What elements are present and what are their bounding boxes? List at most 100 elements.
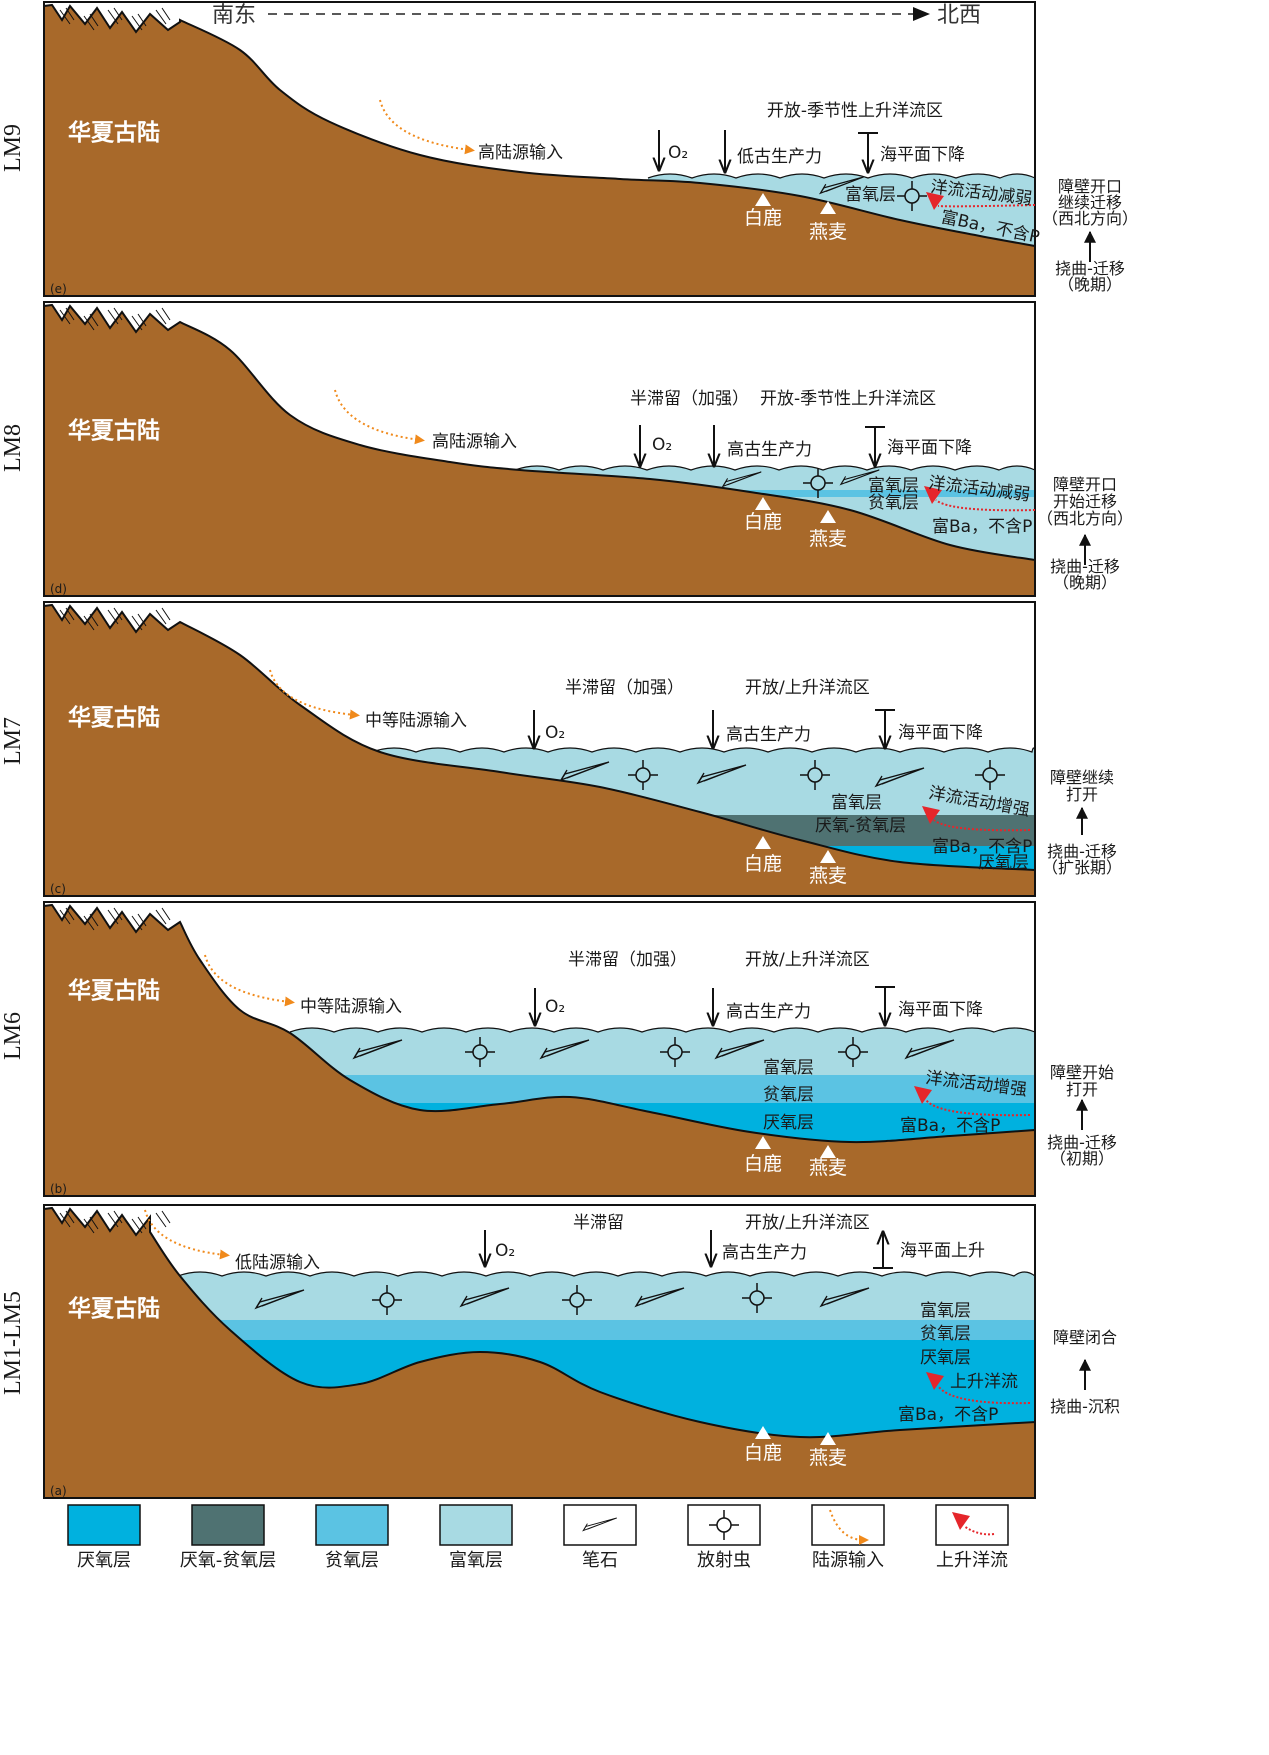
mountain-hatch <box>59 607 75 625</box>
stage-label: LM9 <box>0 124 26 172</box>
graptolite-outline <box>818 176 864 195</box>
radiolarian-spines <box>372 1285 402 1315</box>
radiolarian-icon <box>838 1037 868 1067</box>
legend-swatch-terrigenous-input <box>811 1504 885 1546</box>
site-label-bailu: 白鹿 <box>744 1153 782 1175</box>
legend-label-anoxic-dysoxic: 厌氧-贫氧层 <box>180 1550 277 1571</box>
mountain-hatch <box>131 313 147 331</box>
radiolarian-spines <box>975 760 1005 790</box>
zone-label: 开放/上升洋流区 <box>745 1213 870 1233</box>
radiolarian-icon <box>975 760 1005 790</box>
legend-label-upwelling: 上升洋流 <box>936 1550 1008 1571</box>
radiolarian-icon <box>709 1510 739 1540</box>
radiolarian-icon <box>628 760 658 790</box>
terrigenous-input-label: 中等陆源输入 <box>300 997 402 1017</box>
legend-swatch-anoxic <box>67 1504 141 1546</box>
productivity-label: 高古生产力 <box>726 1002 811 1022</box>
graptolite-icon <box>818 176 864 195</box>
drill-site-marker-icon <box>755 193 771 206</box>
drill-site-marker-icon <box>755 497 771 510</box>
tectonic-label-2: （晚期） <box>1058 275 1122 294</box>
graptolite-outline <box>634 1287 685 1308</box>
mountain-hatch <box>83 913 99 931</box>
layer-label-oxic: 富氧层 <box>763 1058 814 1078</box>
direction-north-west: 北西 <box>937 3 981 28</box>
productivity-label: 高古生产力 <box>727 440 812 460</box>
layer-label-oxic: 富氧层 <box>831 793 882 813</box>
land-profile <box>43 603 1036 897</box>
radiolarian-icon <box>800 760 830 790</box>
mountain-hatch <box>131 13 147 31</box>
barrier-label-2: 继续迁移 <box>1058 193 1122 212</box>
tectonic-label-2: （晚期） <box>1053 573 1117 592</box>
radiolarian-spines <box>660 1037 690 1067</box>
barrier-label-2: 打开 <box>1066 785 1098 804</box>
stage-label: LM6 <box>0 1012 26 1060</box>
geology-layer <box>43 1 1096 1499</box>
mountain-hatch <box>155 1210 171 1228</box>
graptolite-icon <box>839 469 880 486</box>
graptolite-icon <box>459 1287 510 1308</box>
tectonic-label-1: 挠曲-迁移 <box>1047 842 1117 861</box>
mountain-hatch <box>131 1216 147 1234</box>
panel-letter: (c) <box>50 882 66 896</box>
upwelling-arrowhead-icon <box>926 1372 944 1390</box>
mountain-hatch <box>59 907 75 925</box>
terrigenous-input-label: 高陆源输入 <box>478 143 563 163</box>
site-label-yanmai: 燕麦 <box>809 865 847 887</box>
radiolarian-icon <box>562 1285 592 1315</box>
direction-south-east: 南东 <box>212 3 256 28</box>
upwelling-current-arrow <box>933 819 1031 832</box>
legend-swatch-upwelling <box>935 1504 1009 1546</box>
barrier-label-1: 障壁开始 <box>1050 1063 1114 1082</box>
panel-geology <box>43 1204 1036 1499</box>
upwelling-arrowhead-icon <box>914 1086 932 1104</box>
site-label-bailu: 白鹿 <box>744 511 782 533</box>
terrigenous-input-arrow <box>269 669 360 720</box>
continent-label: 华夏古陆 <box>68 704 160 731</box>
land-profile <box>43 303 1036 597</box>
panel-e: LM9 (e) 华夏古陆 高陆源输入 开放-季节性上升洋流区 O₂ 低古生产力 … <box>0 101 1138 296</box>
graptolite-outline <box>819 1287 870 1308</box>
graptolite-icon <box>559 761 610 782</box>
graptolite-icon <box>819 1287 870 1308</box>
tectonic-label-1: 挠曲-迁移 <box>1055 259 1125 278</box>
tectonic-label-1: 挠曲-迁移 <box>1050 557 1120 576</box>
mountain-hatch <box>107 1210 123 1228</box>
barrier-label-1: 障壁闭合 <box>1053 1328 1117 1347</box>
zone-label: 开放-季节性上升洋流区 <box>760 389 936 409</box>
continent-label: 华夏古陆 <box>68 1295 160 1322</box>
panel-letter: (e) <box>50 282 67 296</box>
zone-label: 开放/上升洋流区 <box>745 678 870 698</box>
site-label-yanmai: 燕麦 <box>809 1447 847 1469</box>
sea-surface-wave <box>177 1271 1036 1277</box>
legend-label-anoxic: 厌氧层 <box>77 1550 131 1571</box>
terrigenous-input-arrow <box>204 954 295 1007</box>
tectonic-label-1: 挠曲-迁移 <box>1047 1133 1117 1152</box>
graptolite-icon <box>539 1039 590 1060</box>
continent-label: 华夏古陆 <box>68 977 160 1004</box>
panel-letter: (d) <box>50 582 67 596</box>
legend-swatch-anoxic-dysoxic <box>191 1504 265 1546</box>
legend-swatch-dysoxic <box>315 1504 389 1546</box>
terrigenous-input-arrow <box>144 1209 230 1260</box>
layer-label-anoxic: 厌氧层 <box>920 1348 971 1368</box>
upwelling-current-arrow <box>937 204 1036 208</box>
upwelling-current-arrow <box>935 499 1036 512</box>
o2-label: O₂ <box>668 143 688 163</box>
site-label-yanmai: 燕麦 <box>809 1157 847 1179</box>
drill-site-marker-icon <box>755 1136 771 1149</box>
graptolite-outline <box>539 1039 590 1060</box>
mountain-hatch <box>107 607 123 625</box>
sea-surface-wave <box>514 465 1036 471</box>
radiolarian-spines <box>709 1510 739 1540</box>
graptolite-icon <box>714 1039 765 1060</box>
panel-geology <box>43 601 1036 897</box>
graptolite-icon <box>721 471 762 488</box>
sea-surface-wave <box>647 173 1036 179</box>
radiolarian-icon <box>660 1037 690 1067</box>
retention-label: 半滞留（加强） <box>568 950 687 970</box>
mountain-hatch <box>131 613 147 631</box>
drill-site-marker-icon <box>820 850 836 863</box>
